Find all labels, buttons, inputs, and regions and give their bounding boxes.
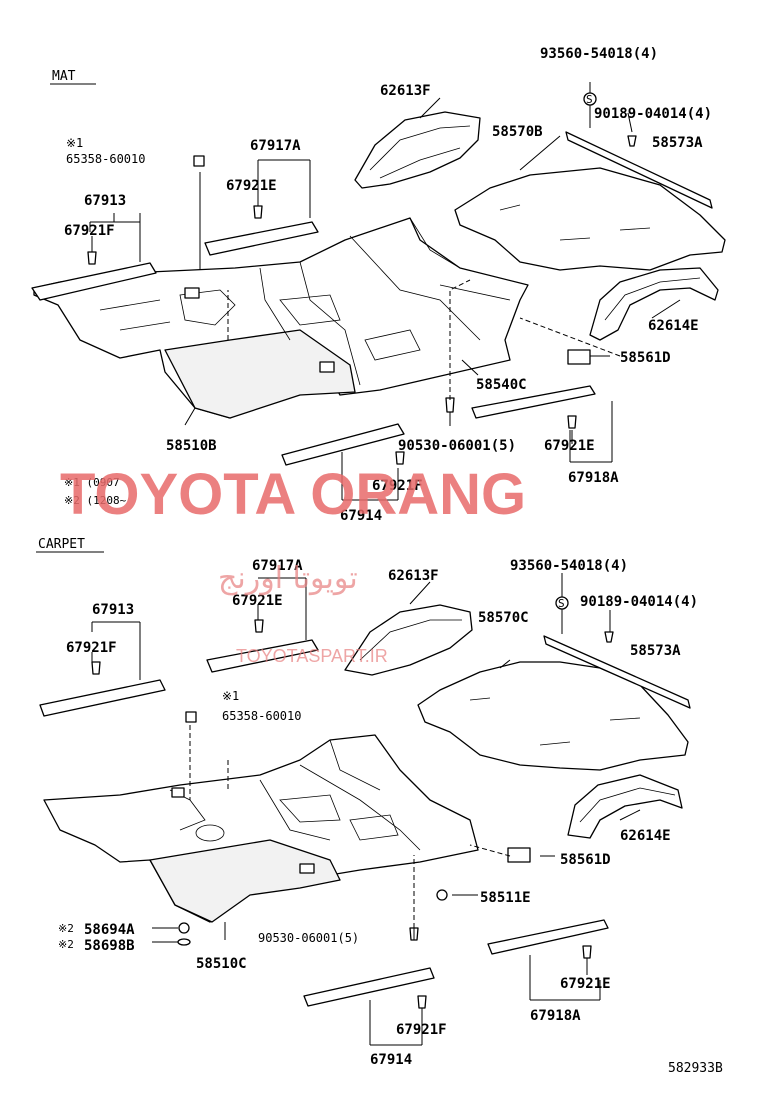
carpet-clip-67921F-b: [417, 995, 427, 1009]
carpet-label-58694A: 58694A: [84, 922, 135, 938]
clip-67921F-a: [87, 251, 97, 265]
label-67921E-a: 67921E: [226, 178, 277, 194]
carpet-label-58573A: 58573A: [630, 643, 681, 659]
carpet-label-67913: 67913: [92, 602, 134, 618]
carpet-clip-a: [171, 787, 185, 798]
carpet-label-67921E-b: 67921E: [560, 976, 611, 992]
label-67918A: 67918A: [568, 470, 619, 486]
front-floor-mat-58510B: [33, 217, 529, 419]
carpet-label-90189-04014: 90189-04014(4): [580, 594, 698, 610]
label-67921E-b: 67921E: [544, 438, 595, 454]
mat-section: MAT S: [31, 46, 726, 524]
tunnel-cover-62613F: [354, 111, 481, 189]
s-mark-1: S: [586, 93, 593, 106]
label-67917A: 67917A: [250, 138, 301, 154]
clip-58694A: [178, 922, 190, 934]
carpet-clip-b: [299, 863, 315, 874]
label-90189-04014: 90189-04014(4): [594, 106, 712, 122]
label-65358-60010: 65358-60010: [66, 152, 145, 166]
clip-58698B: [177, 938, 191, 946]
carpet-label-67921E-a: 67921E: [232, 593, 283, 609]
mat-section-title: MAT: [52, 69, 76, 84]
clip-67921E-a: [253, 205, 263, 219]
label-58561D: 58561D: [620, 350, 671, 366]
carpet-note2-a: ※2: [58, 922, 74, 935]
label-67921F-a: 67921F: [64, 223, 115, 239]
clip-65358: [193, 155, 205, 167]
carpet-label-58698B: 58698B: [84, 938, 135, 954]
rear-floor-mat-58570B: [454, 167, 726, 271]
label-58570B: 58570B: [492, 124, 543, 140]
carpet-scuff-plate-67918A: [487, 919, 609, 955]
carpet-label-58561D: 58561D: [560, 852, 611, 868]
label-note1: ※1: [66, 136, 83, 150]
scuff-plate-58573A: [565, 131, 713, 209]
wheelhouse-cover-62614E: [589, 267, 719, 341]
carpet-tunnel-cover-62613F: [344, 604, 473, 676]
footnote-1: ※1 (0907: [64, 476, 120, 489]
clip-67921F-b: [395, 451, 405, 465]
carpet-scuff-plate-58573A: [543, 635, 691, 709]
watermark-persian: تویوتا اورنج: [218, 561, 358, 596]
label-67913: 67913: [84, 193, 126, 209]
carpet-section: CARPET S: [36, 537, 698, 1068]
clip-90530: [445, 397, 455, 413]
carpet-scuff-plate-67917A: [206, 639, 319, 673]
label-90530-06001: 90530-06001(5): [398, 438, 516, 454]
clip-58511E: [436, 889, 448, 901]
clip-a: [184, 287, 200, 299]
label-67921F-b: 67921F: [372, 478, 423, 494]
carpet-clip-90189: [604, 631, 614, 643]
front-floor-carpet-58510C: [43, 734, 479, 923]
carpet-label-58510C: 58510C: [196, 956, 247, 972]
label-58573A: 58573A: [652, 135, 703, 151]
carpet-label-67918A: 67918A: [530, 1008, 581, 1024]
watermark-site: TOYOTASPART.IR: [236, 646, 388, 666]
scuff-plate-67918A: [471, 385, 596, 419]
label-67914: 67914: [340, 508, 382, 524]
label-62614E: 62614E: [648, 318, 699, 334]
s-mark-2: S: [558, 597, 565, 610]
carpet-clip-65358: [185, 711, 197, 723]
label-62613F: 62613F: [380, 83, 431, 99]
front-carpet-left-panel: [149, 839, 341, 923]
carpet-label-58570C: 58570C: [478, 610, 529, 626]
clip-90189: [627, 135, 637, 147]
rear-floor-carpet-58570C: [417, 661, 689, 771]
carpet-label-65358-60010: 65358-60010: [222, 709, 301, 723]
carpet-label-67914: 67914: [370, 1052, 412, 1068]
scuff-plate-67914: [281, 423, 405, 466]
carpet-clip-67921F-a: [91, 661, 101, 675]
carpet-scuff-plate-67913: [39, 679, 166, 717]
label-93560-54018: 93560-54018(4): [540, 46, 658, 62]
carpet-section-title: CARPET: [38, 537, 85, 552]
carpet-label-note1: ※1: [222, 689, 239, 703]
label-58540C: 58540C: [476, 377, 527, 393]
label-58510B: 58510B: [166, 438, 217, 454]
front-floor-mat-left-panel: [164, 329, 356, 419]
clip-67921E-b: [567, 415, 577, 429]
carpet-label-58511E: 58511E: [480, 890, 531, 906]
carpet-label-93560-54018: 93560-54018(4): [510, 558, 628, 574]
carpet-label-62614E: 62614E: [620, 828, 671, 844]
hook-58561D: [567, 349, 591, 365]
carpet-scuff-plate-67914: [303, 967, 435, 1007]
diagram-code: 582933B: [668, 1061, 723, 1076]
carpet-label-67921F-b: 67921F: [396, 1022, 447, 1038]
carpet-note2-b: ※2: [58, 938, 74, 951]
carpet-label-90530-06001: 90530-06001(5): [258, 931, 359, 945]
watermark-main: TOYOTA ORANG: [60, 462, 526, 527]
carpet-label-67921F-a: 67921F: [66, 640, 117, 656]
carpet-label-62613F: 62613F: [388, 568, 439, 584]
carpet-hook-58561D: [507, 847, 531, 863]
carpet-clip-67921E-a: [254, 619, 264, 633]
carpet-label-67917A: 67917A: [252, 558, 303, 574]
carpet-clip-67921E-b: [582, 945, 592, 959]
clip-b: [319, 361, 335, 373]
footnote-2: ※2 (1208~: [64, 494, 127, 507]
scuff-plate-67913: [31, 262, 157, 301]
scuff-plate-67917A: [204, 221, 319, 256]
